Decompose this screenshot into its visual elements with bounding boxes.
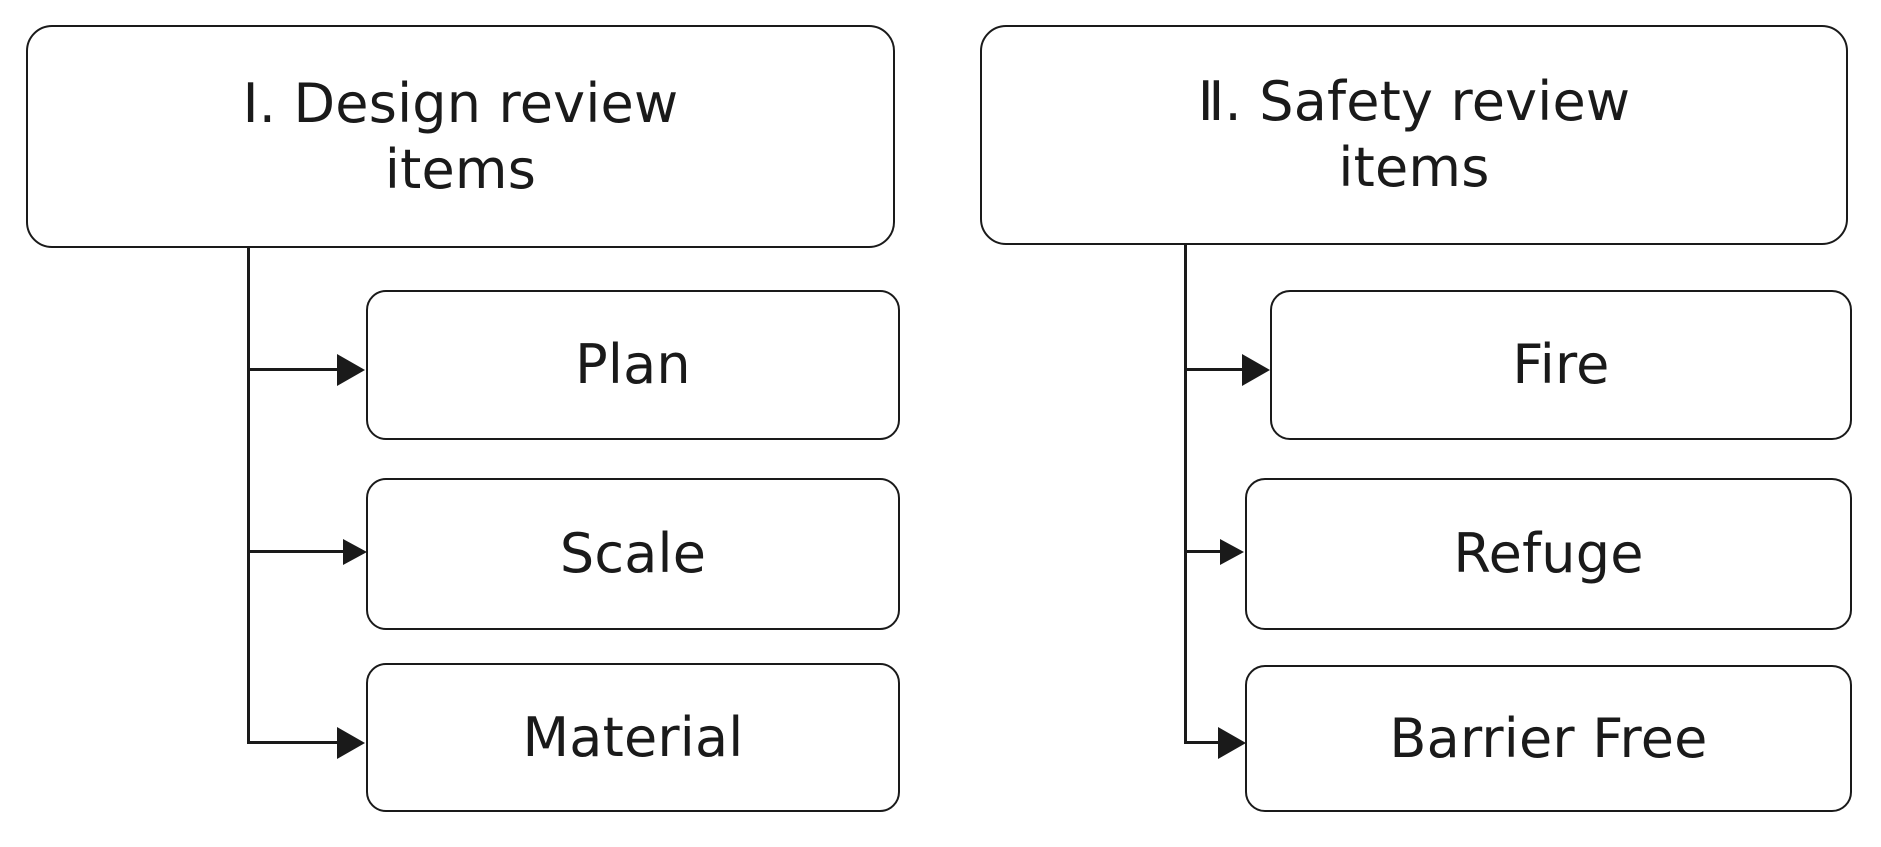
node-safety-review-child-refuge[interactable]: Refuge (1245, 478, 1852, 630)
node-safety-review-root[interactable]: Ⅱ. Safety review items (980, 25, 1848, 245)
connector-branch-safety-review-2 (1184, 550, 1222, 553)
node-label-barrier-free: Barrier Free (1389, 706, 1708, 770)
node-design-review-child-plan[interactable]: Plan (366, 290, 900, 440)
connector-branch-design-review-3 (247, 741, 339, 744)
arrow-head-design-review-1 (337, 354, 365, 386)
connector-branch-safety-review-1 (1184, 368, 1244, 371)
connector-branch-design-review-2 (247, 550, 345, 553)
node-safety-review-child-barrier-free[interactable]: Barrier Free (1245, 665, 1852, 812)
node-label-plan: Plan (575, 333, 691, 397)
node-label-material: Material (522, 705, 744, 769)
connector-branch-design-review-1 (247, 368, 339, 371)
arrow-head-design-review-2 (343, 539, 367, 565)
node-label-design-review-root: Ⅰ. Design review items (242, 71, 679, 201)
arrow-head-safety-review-3 (1218, 727, 1246, 759)
node-design-review-child-scale[interactable]: Scale (366, 478, 900, 630)
connector-trunk-design-review (247, 248, 250, 744)
arrow-head-safety-review-2 (1220, 539, 1244, 565)
node-label-safety-review-root: Ⅱ. Safety review items (1197, 70, 1631, 199)
node-design-review-child-material[interactable]: Material (366, 663, 900, 812)
node-design-review-root[interactable]: Ⅰ. Design review items (26, 25, 895, 248)
arrow-head-design-review-3 (337, 727, 365, 759)
node-safety-review-child-fire[interactable]: Fire (1270, 290, 1852, 440)
node-label-refuge: Refuge (1453, 522, 1644, 586)
node-label-fire: Fire (1512, 333, 1610, 397)
connector-branch-safety-review-3 (1184, 741, 1220, 744)
connector-trunk-safety-review (1184, 245, 1187, 744)
node-label-scale: Scale (559, 522, 707, 586)
arrow-head-safety-review-1 (1242, 354, 1270, 386)
